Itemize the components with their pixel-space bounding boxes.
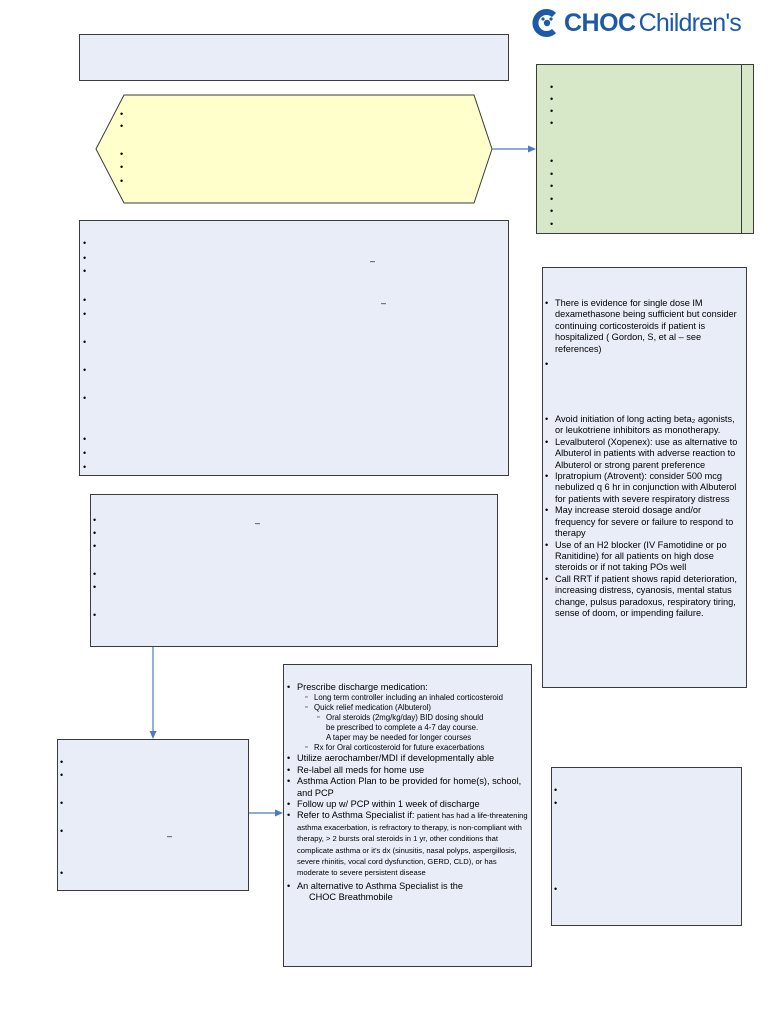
logo-name: Children's [638,8,742,37]
followup-box: • • • [551,767,742,926]
discharge-item: Utilize aerochamber/MDI if developmental… [287,753,528,765]
alt-line-2: CHOC Breathmobile [309,892,393,903]
discharge-item: Re-label all meds for home use [287,765,528,777]
consideration-item: Ipratropium (Atrovent): consider 500 mcg… [545,471,742,505]
discharge-item: Follow up w/ PCP within 1 week of discha… [287,799,528,811]
arrow-head-1 [528,145,536,153]
discharge-item: Asthma Action Plan to be provided for ho… [287,776,528,799]
arrow-head-2 [149,731,157,739]
alt-line-1: An alternative to Asthma Specialist is t… [297,880,463,891]
logo-brand: CHOC [564,8,636,37]
steroid-line-2: be prescribed to complete a 4-7 day cour… [326,723,479,733]
consideration-item: May increase steroid dosage and/or frequ… [545,505,742,539]
assessment-hexagon [95,94,493,204]
steroid-line-1: Oral steroids (2mg/kg/day) BID dosing sh… [326,713,484,723]
discharge-prescribe: Prescribe discharge medication: [287,682,528,694]
consideration-item: There is evidence for single dose IM dex… [545,298,742,355]
considerations-box: There is evidence for single dose IM dex… [542,267,747,688]
refer-detail: patient has had a life-threatening asthm… [297,811,528,878]
choc-logo: CHOC Children's [532,8,742,38]
disposition-box: • • • • – • [57,739,249,891]
arrow-head-3 [275,809,283,817]
discharge-box: Prescribe discharge medication: Long ter… [283,664,532,967]
green-box-divider [741,65,742,233]
consideration-item: Call RRT if patient shows rapid deterior… [545,574,742,620]
consideration-item: Use of an H2 blocker (IV Famotidine or p… [545,540,742,574]
title-box [79,34,509,81]
discharge-sub-item: Quick relief medication (Albuterol) [305,703,528,713]
discharge-rx-item: Rx for Oral corticosteroid for future ex… [305,743,528,753]
consideration-item: Levalbuterol (Xopenex): use as alternati… [545,437,742,471]
discharge-alt-item: An alternative to Asthma Specialist is t… [287,881,528,904]
choc-logo-icon [532,9,557,37]
discharge-refer-item: Refer to Asthma Specialist if: patient h… [287,810,528,878]
consideration-item-empty [545,359,742,414]
steroid-line-3: A taper may be needed for longer courses [326,733,472,743]
consideration-item: Avoid initiation of long acting beta₂ ag… [545,414,742,437]
discharge-sub-item: Long term controller including an inhale… [305,693,528,703]
discharge-steroid-item: Oral steroids (2mg/kg/day) BID dosing sh… [317,713,528,743]
considerations-list: There is evidence for single dose IM dex… [545,298,742,619]
reassessment-box: • • – • • • • [90,494,498,647]
refer-lead: Refer to Asthma Specialist if: [297,810,415,821]
green-box: • • • • • • • • • • [536,64,754,234]
treatment-box: • • • – • • – • • • • • • [79,220,509,476]
